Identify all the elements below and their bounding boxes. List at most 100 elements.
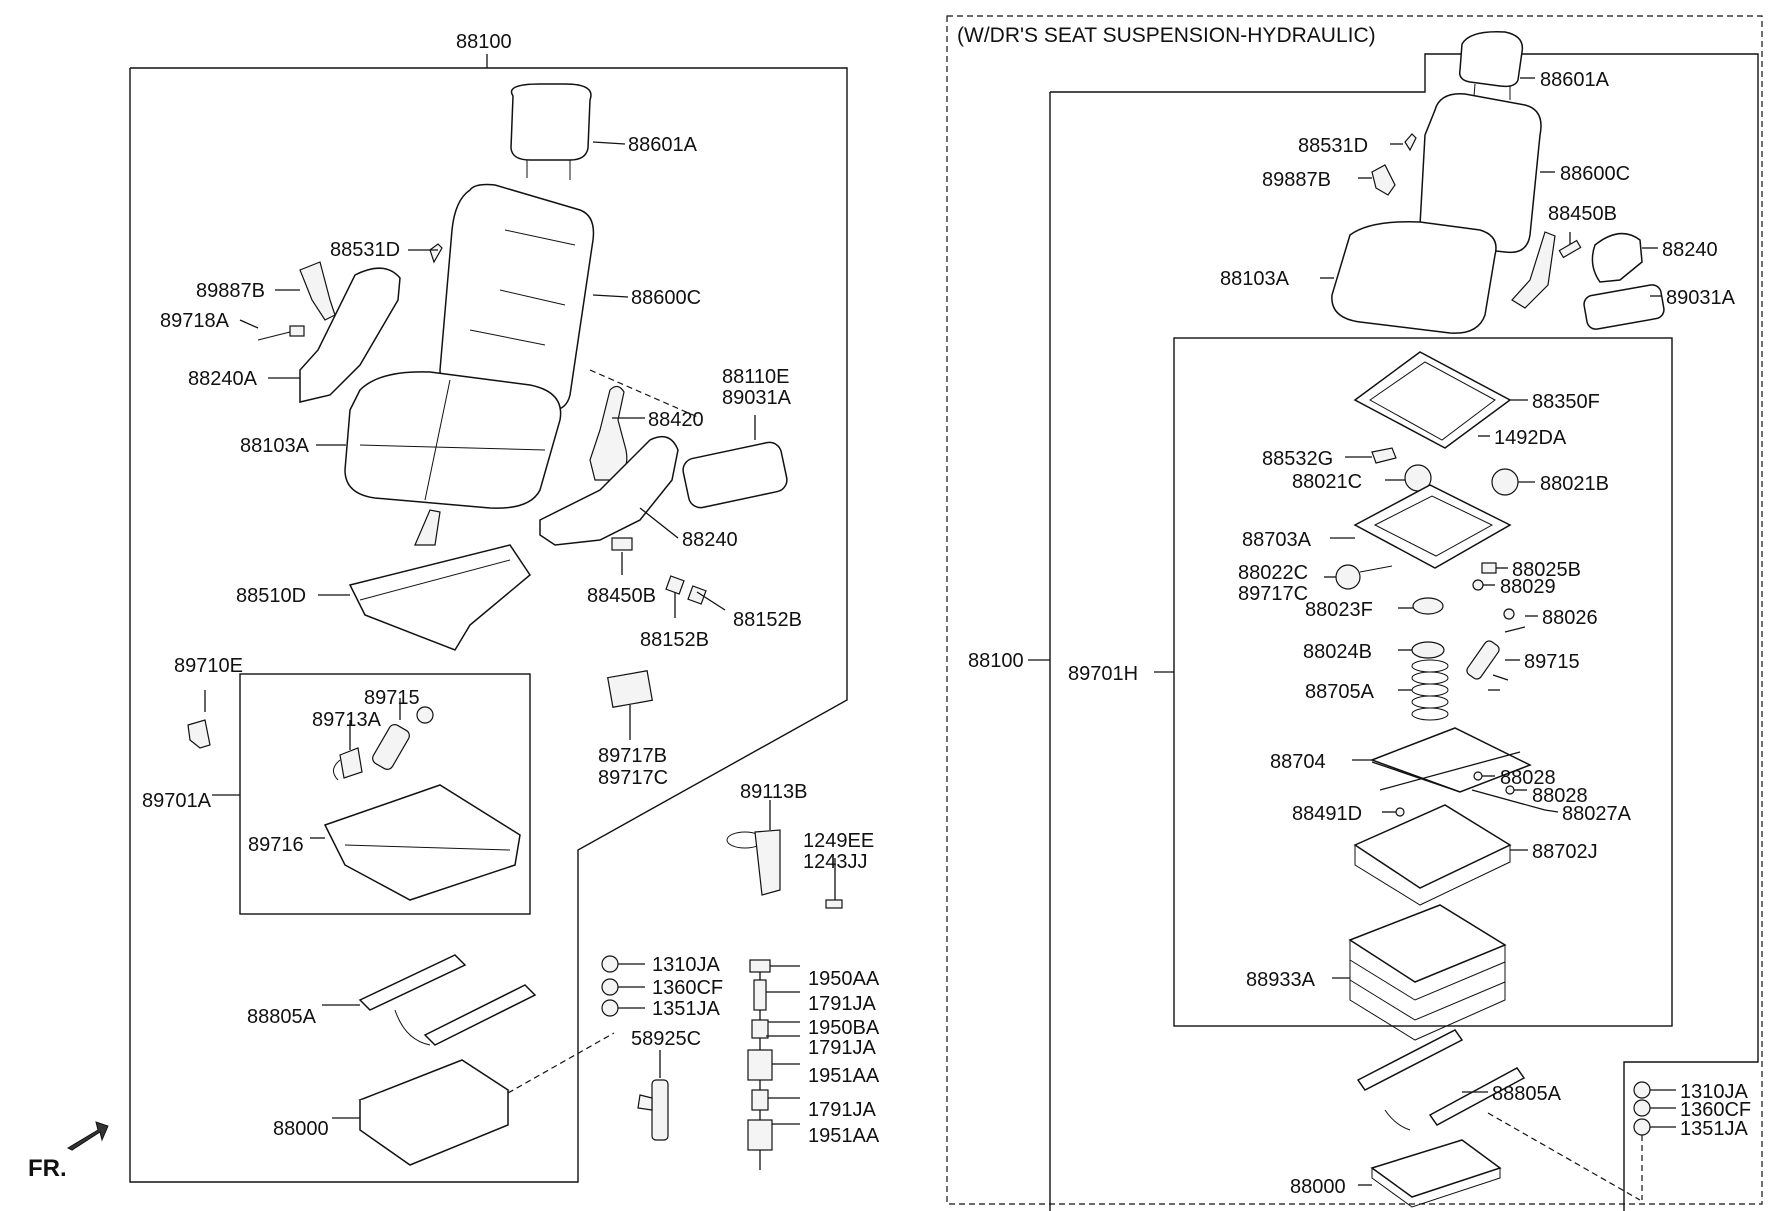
label-88100: 88100	[456, 31, 512, 53]
nut-88152B-b	[687, 585, 707, 605]
label-r-88000: 88000	[1290, 1176, 1346, 1198]
washer-1351JA-right	[1633, 1118, 1651, 1136]
label-1791JA-b: 1791JA	[808, 1037, 876, 1059]
label-88531D: 88531D	[330, 239, 400, 261]
label-r-88025B: 88025B	[1512, 559, 1581, 581]
base-88000-right	[1370, 1139, 1502, 1208]
label-r-88028-a: 88028	[1500, 767, 1556, 789]
label-r-89715: 89715	[1524, 651, 1580, 673]
pin-88531D	[429, 243, 443, 264]
label-88450B: 88450B	[587, 585, 656, 607]
label-r-89701H: 89701H	[1068, 663, 1138, 685]
label-88152B-b: 88152B	[640, 629, 709, 651]
label-r-88704: 88704	[1270, 751, 1326, 773]
washer-88024B	[1411, 641, 1445, 659]
base-88702J	[1353, 804, 1512, 906]
hose-58925C	[637, 1079, 669, 1141]
right-seat-assembly: (W/DR'S SEAT SUSPENSION-HYDRAULIC)	[946, 15, 1763, 1211]
label-88152B-a: 88152B	[733, 609, 802, 631]
label-1950BA: 1950BA	[808, 1017, 880, 1039]
armrest-89031A	[682, 441, 788, 509]
label-r-88350F: 88350F	[1532, 391, 1600, 413]
nut-1310JA-left	[601, 955, 619, 973]
label-r-89031A: 89031A	[1666, 287, 1736, 309]
label-r-88021B: 88021B	[1540, 473, 1609, 495]
label-r-1351JA: 1351JA	[1680, 1118, 1748, 1140]
label-1243JJ: 1243JJ	[803, 851, 868, 873]
label-88103A: 88103A	[240, 435, 310, 457]
label-88240A: 88240A	[188, 368, 258, 390]
label-r-88022C: 88022C	[1238, 562, 1308, 584]
label-r-88601A: 88601A	[1540, 69, 1610, 91]
seat-back-left	[439, 183, 595, 411]
seat-cushion-left	[344, 371, 562, 509]
label-r-88103A: 88103A	[1220, 268, 1290, 290]
label-r-88702J: 88702J	[1532, 841, 1598, 863]
label-1360CF: 1360CF	[652, 977, 723, 999]
label-89717C: 89717C	[598, 767, 668, 789]
label-r-88021C: 88021C	[1292, 471, 1362, 493]
screw-88026	[1504, 626, 1526, 633]
rod-88027A	[1471, 789, 1546, 811]
spring-88705A	[1411, 659, 1449, 721]
side-cover-88240A	[299, 267, 401, 403]
label-89716: 89716	[248, 834, 304, 856]
label-r-88532G: 88532G	[1262, 448, 1333, 470]
bracket-89710E	[187, 719, 211, 749]
label-88240: 88240	[682, 529, 738, 551]
label-r-1492DA: 1492DA	[1494, 427, 1567, 449]
frame-88100-left	[129, 67, 848, 1183]
shock-89715-right	[1466, 640, 1500, 680]
label-89887B: 89887B	[196, 280, 265, 302]
fr-label: FR.	[28, 1155, 67, 1182]
washer-1360CF-right	[1633, 1099, 1651, 1117]
pin-88028-a	[1473, 771, 1483, 781]
washer-1360CF-left	[601, 978, 619, 996]
recliner-right	[1511, 231, 1556, 309]
label-r-88029: 88029	[1500, 576, 1556, 598]
rail-88510D	[348, 509, 531, 651]
rail-88805A-left	[358, 954, 537, 1046]
belt-buckle-right	[1371, 164, 1396, 196]
label-89701A: 89701A	[142, 790, 212, 812]
bolt-88025B	[1481, 562, 1497, 574]
label-88601A: 88601A	[628, 134, 698, 156]
base-88000-left	[358, 1059, 510, 1166]
label-89713A: 89713A	[312, 709, 382, 731]
shock-89715-left	[372, 706, 434, 770]
part-88491D	[1395, 807, 1405, 817]
label-r-89717C: 89717C	[1238, 583, 1308, 605]
nut-88152B-a	[665, 575, 685, 595]
label-r-88240: 88240	[1662, 239, 1718, 261]
label-88600C: 88600C	[631, 287, 701, 309]
spring-88532G	[1371, 447, 1397, 464]
bellows-88933A	[1348, 904, 1507, 1041]
label-r-1360CF: 1360CF	[1680, 1099, 1751, 1121]
label-1791JA-a: 1791JA	[808, 993, 876, 1015]
nut-1310JA-right	[1633, 1081, 1651, 1099]
part-88029	[1472, 579, 1484, 591]
seat-cushion-right	[1331, 221, 1497, 334]
label-1249EE: 1249EE	[803, 830, 874, 852]
label-89710E: 89710E	[174, 655, 243, 677]
bracket-89113B	[726, 829, 781, 896]
label-88000: 88000	[273, 1118, 329, 1140]
frame-88100-right	[1049, 53, 1759, 1211]
label-58925C: 58925C	[631, 1028, 701, 1050]
label-r-88531D: 88531D	[1298, 135, 1368, 157]
pin-88531D-right	[1404, 133, 1417, 152]
headrest-left	[510, 83, 592, 180]
bolt-1249EE	[825, 870, 843, 909]
frame-88703A	[1353, 484, 1512, 569]
label-r-88027A: 88027A	[1562, 803, 1632, 825]
label-r-88450B: 88450B	[1548, 203, 1617, 225]
label-89717B: 89717B	[598, 745, 667, 767]
sensor-89718A	[257, 325, 305, 341]
part-88023F	[1412, 597, 1444, 615]
hydraulic-option-box	[946, 15, 1763, 1205]
label-r-89887B: 89887B	[1262, 169, 1331, 191]
label-r-88023F: 88023F	[1305, 599, 1373, 621]
washer-1351JA-left	[601, 999, 619, 1017]
rail-88805A-right	[1356, 1029, 1526, 1131]
frame-89701A	[239, 673, 531, 915]
